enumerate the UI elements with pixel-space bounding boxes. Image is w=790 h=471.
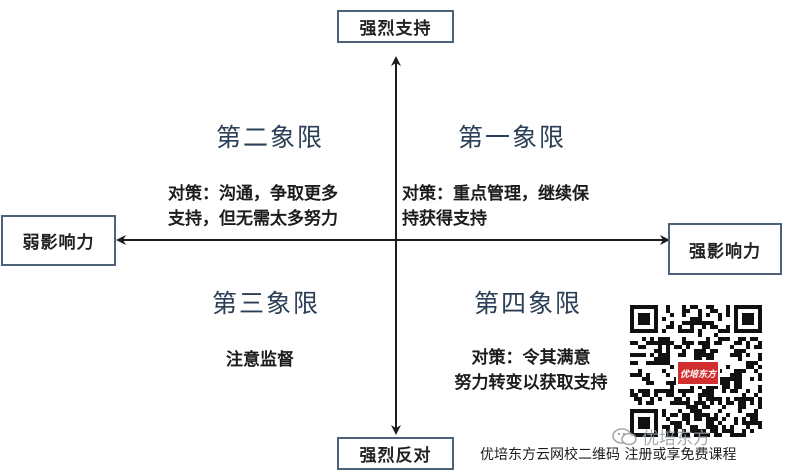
watermark: 优培东方 <box>612 424 710 449</box>
quadrant-4-strategy: 对策：令其满意 努力转变以获取支持 <box>436 346 626 396</box>
strategy-line: 持获得支持 <box>402 209 487 229</box>
watermark-text: 优培东方 <box>642 429 710 449</box>
axis-label-strong-opposition: 强烈反对 <box>337 437 454 470</box>
quadrant-2-strategy: 对策：沟通，争取更多 支持，但无需太多努力 <box>168 182 378 232</box>
quadrant-4-title: 第四象限 <box>474 289 583 318</box>
quadrant-1-strategy: 对策：重点管理，继续保 持获得支持 <box>402 182 634 232</box>
quadrant-3-strategy: 注意监督 <box>226 348 294 373</box>
strategy-line: 对策：沟通，争取更多 <box>168 184 338 204</box>
quadrant-2-title: 第二象限 <box>216 123 325 152</box>
quadrant-1-title: 第一象限 <box>458 123 567 152</box>
strategy-line: 支持，但无需太多努力 <box>168 209 338 229</box>
quadrant-3-title: 第三象限 <box>212 289 321 318</box>
qr-logo: 优培东方 <box>676 360 720 386</box>
strategy-line: 努力转变以获取支持 <box>454 373 608 393</box>
wechat-icon <box>612 427 637 445</box>
axis-label-strong-influence: 强影响力 <box>668 223 782 275</box>
strategy-line: 注意监督 <box>226 350 294 370</box>
axis-label-strong-support: 强烈支持 <box>337 10 454 43</box>
strategy-line: 对策：令其满意 <box>471 348 591 368</box>
strategy-line: 对策：重点管理，继续保 <box>402 184 589 204</box>
footer-caption: 优培东方云网校二维码 注册或享免费课程 <box>480 447 737 463</box>
axis-label-weak-influence: 弱影响力 <box>1 215 116 266</box>
